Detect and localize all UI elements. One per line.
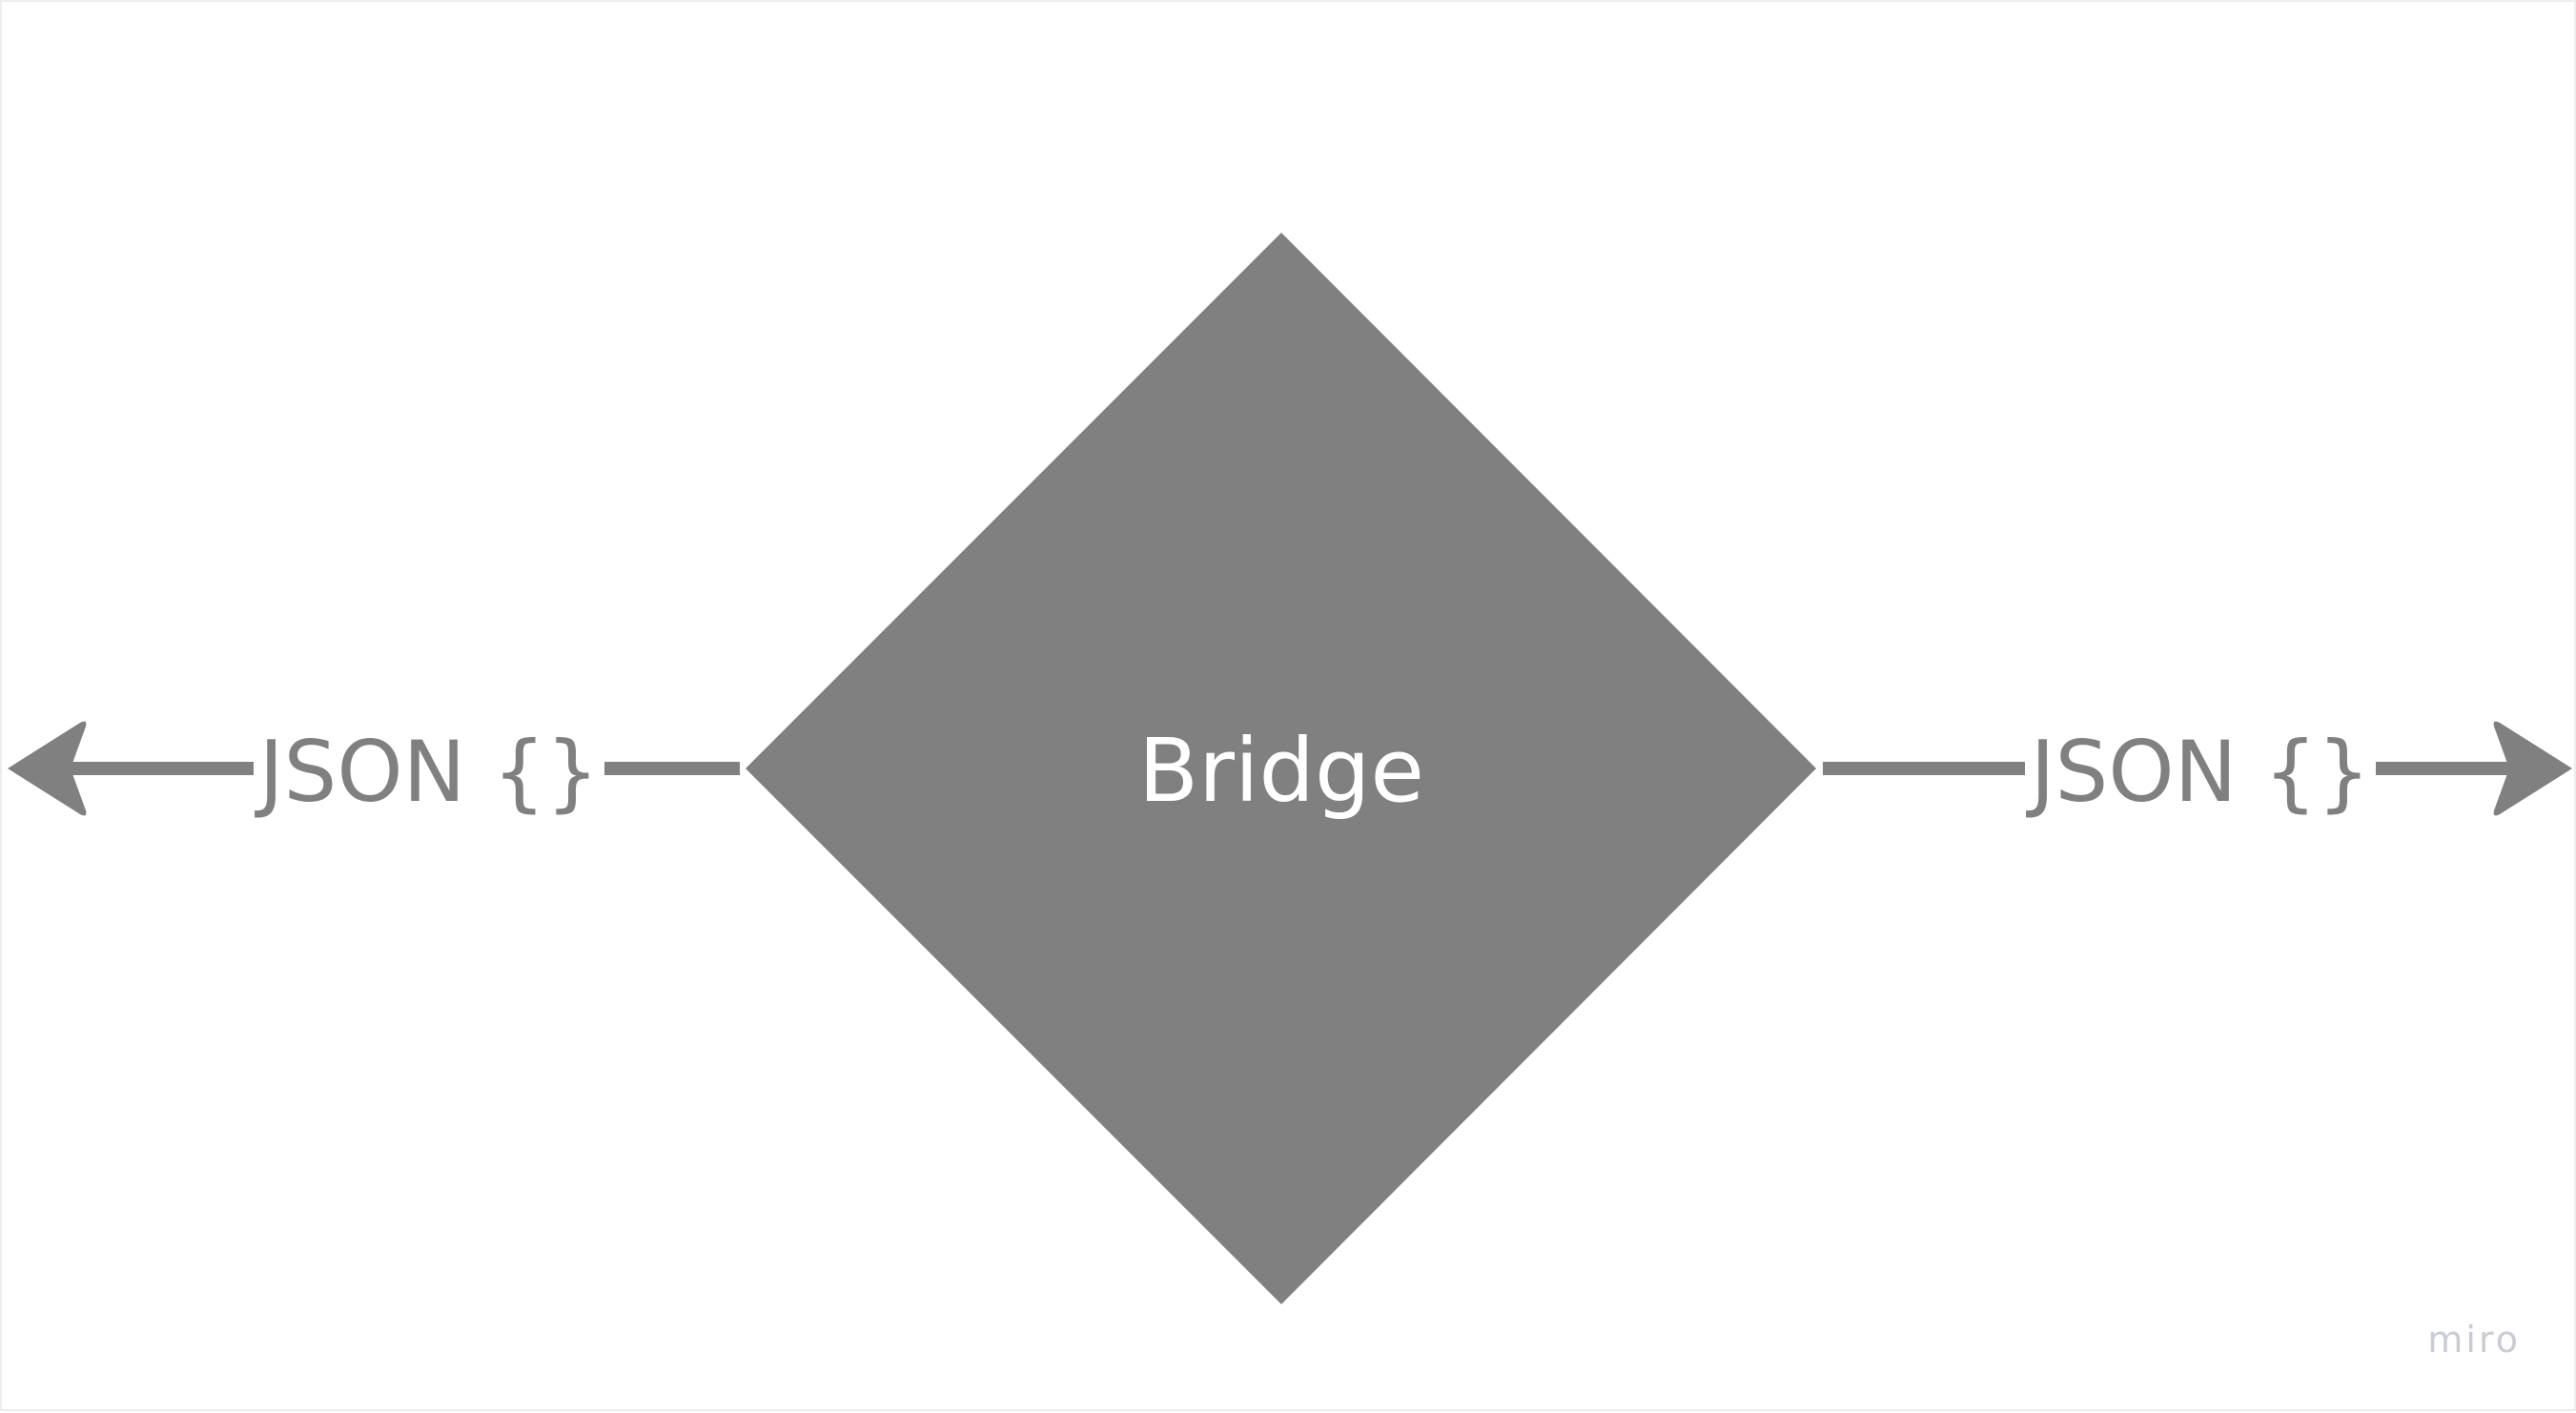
left-edge-label: JSON {}: [255, 723, 600, 821]
bridge-node: [746, 233, 1816, 1304]
left-edge: JSON {}: [8, 721, 740, 821]
right-edge-label: JSON {}: [2026, 723, 2371, 821]
right-edge: JSON {}: [1823, 721, 2572, 821]
left-arrowhead-icon: [8, 721, 87, 816]
bridge-node-label: Bridge: [1138, 720, 1424, 822]
right-arrowhead-icon: [2493, 721, 2572, 816]
miro-watermark: miro: [2427, 1319, 2521, 1361]
